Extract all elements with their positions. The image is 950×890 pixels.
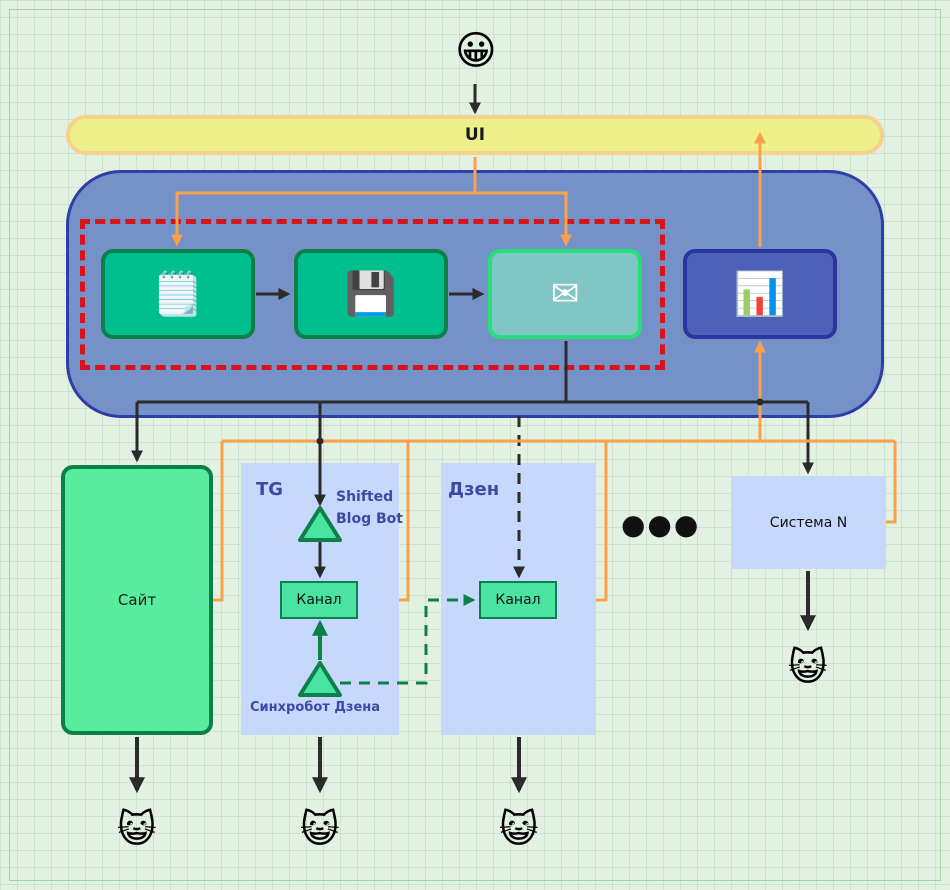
dzen-feedback-line xyxy=(596,441,608,602)
dzen-channel-node[interactable]: Канал xyxy=(479,581,557,619)
junction-dot xyxy=(756,398,764,406)
notepad-icon: 🗒️ xyxy=(151,269,205,318)
site-node[interactable]: Сайт xyxy=(61,465,213,735)
system-n-reader-cat-icon: 😺 xyxy=(788,645,828,689)
site-feedback-line xyxy=(213,441,224,602)
ui-to-mail-arrow xyxy=(475,191,572,247)
bar-chart-icon: 📊 xyxy=(733,269,787,318)
sync-bot-label: Синхробот Дзена xyxy=(250,700,381,715)
dzen-label: Дзен xyxy=(448,479,500,500)
pipeline-dashed-group xyxy=(80,219,665,370)
site-label: Сайт xyxy=(117,591,157,609)
tg-feedback-line xyxy=(399,441,410,602)
sync-bot-triangle xyxy=(298,661,342,697)
system-n-feedback-line xyxy=(886,441,897,524)
ui-bar-label: UI xyxy=(464,125,486,145)
storage-node[interactable]: 💾 xyxy=(294,249,448,339)
analytics-node[interactable]: 📊 xyxy=(683,249,837,339)
sync-bot-to-dzen-channel-arrow xyxy=(340,594,476,685)
tg-channel-node[interactable]: Канал xyxy=(280,581,358,619)
dzen-reader-cat-icon: 😺 xyxy=(499,807,539,851)
system-n-label: Система N xyxy=(769,514,848,531)
envelope-icon: ✉ xyxy=(550,274,580,314)
system-n-node[interactable]: Система N xyxy=(731,476,886,569)
ui-to-notepad-arrow xyxy=(171,157,477,247)
shifted-bot-label-line2: Blog Bot xyxy=(336,511,403,527)
shifted-bot-label-line1: Shifted xyxy=(336,489,394,505)
tg-channel-label: Канал xyxy=(296,592,342,608)
user-smiley-icon: 😀 xyxy=(455,28,497,74)
mail-node[interactable]: ✉ xyxy=(488,249,642,339)
more-systems-ellipsis: ●●● xyxy=(621,508,701,541)
dzen-channel-label: Канал xyxy=(495,592,541,608)
ui-bar[interactable]: UI xyxy=(66,115,884,155)
canvas-frame xyxy=(9,9,941,881)
tg-label: TG xyxy=(256,479,284,500)
junction-dot xyxy=(316,437,324,445)
site-reader-cat-icon: 😺 xyxy=(117,807,157,851)
notepad-node[interactable]: 🗒️ xyxy=(101,249,255,339)
shifted-bot-triangle xyxy=(298,506,342,542)
floppy-disk-icon: 💾 xyxy=(344,269,398,318)
tg-reader-cat-icon: 😺 xyxy=(300,807,340,851)
